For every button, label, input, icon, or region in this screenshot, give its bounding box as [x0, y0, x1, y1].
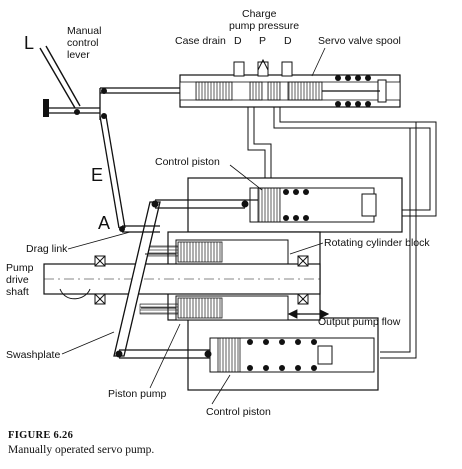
drag-link	[122, 225, 160, 233]
label-shaft-line2: drive	[6, 274, 29, 286]
label-drag-link: Drag link	[26, 243, 68, 255]
leader-swashplate	[61, 331, 115, 355]
label-manual-line2: control	[67, 37, 99, 49]
piston-pump-rods	[141, 253, 176, 309]
label-piston-pump: Piston pump	[108, 388, 167, 400]
servo-valve-body	[179, 58, 401, 108]
spool-link	[99, 87, 180, 120]
figure-number: FIGURE 6.26	[8, 430, 74, 441]
figure-caption: Manually operated servo pump.	[8, 444, 155, 456]
label-control-piston-top: Control piston	[155, 156, 220, 168]
hydraulic-lines	[247, 107, 437, 359]
label-swashplate: Swashplate	[6, 349, 60, 361]
rotating-cylinder-block	[139, 241, 223, 319]
label-shaft-line1: Pump	[6, 262, 34, 274]
leader-drag-link	[67, 231, 131, 250]
label-charge-line2: pump pressure	[229, 20, 299, 32]
letter-l: L	[24, 33, 34, 53]
upper-control-piston	[187, 177, 403, 233]
leader-servo-spool	[311, 47, 326, 77]
label-output-pump-flow: Output pump flow	[318, 316, 401, 328]
leader-rotating-block	[289, 242, 324, 255]
label-port-d-left: D	[234, 35, 242, 47]
lower-control-piston	[187, 317, 379, 391]
pump-drive-shaft	[43, 263, 321, 300]
swashplate	[113, 200, 161, 358]
bearings	[94, 255, 309, 305]
label-control-piston-bottom: Control piston	[206, 406, 271, 418]
label-rotating-cylinder-block: Rotating cylinder block	[324, 237, 430, 249]
label-manual-line1: Manual	[67, 25, 101, 37]
leader-piston-pump	[149, 323, 181, 389]
label-manual-line3: lever	[67, 49, 90, 61]
letter-e: E	[91, 165, 103, 185]
label-port-d-right: D	[284, 35, 292, 47]
label-charge-line1: Charge	[242, 8, 277, 20]
letter-a: A	[98, 213, 110, 233]
manual-control-lever	[39, 45, 100, 117]
leader-control-piston-bottom	[211, 374, 231, 405]
e-link	[99, 115, 126, 232]
leader-control-piston-top	[229, 164, 263, 191]
label-shaft-line3: shaft	[6, 286, 29, 298]
label-servo-valve-spool: Servo valve spool	[318, 35, 401, 47]
label-case-drain: Case drain	[175, 35, 226, 47]
upper-piston-rod	[155, 199, 258, 209]
label-port-p: P	[259, 35, 266, 47]
